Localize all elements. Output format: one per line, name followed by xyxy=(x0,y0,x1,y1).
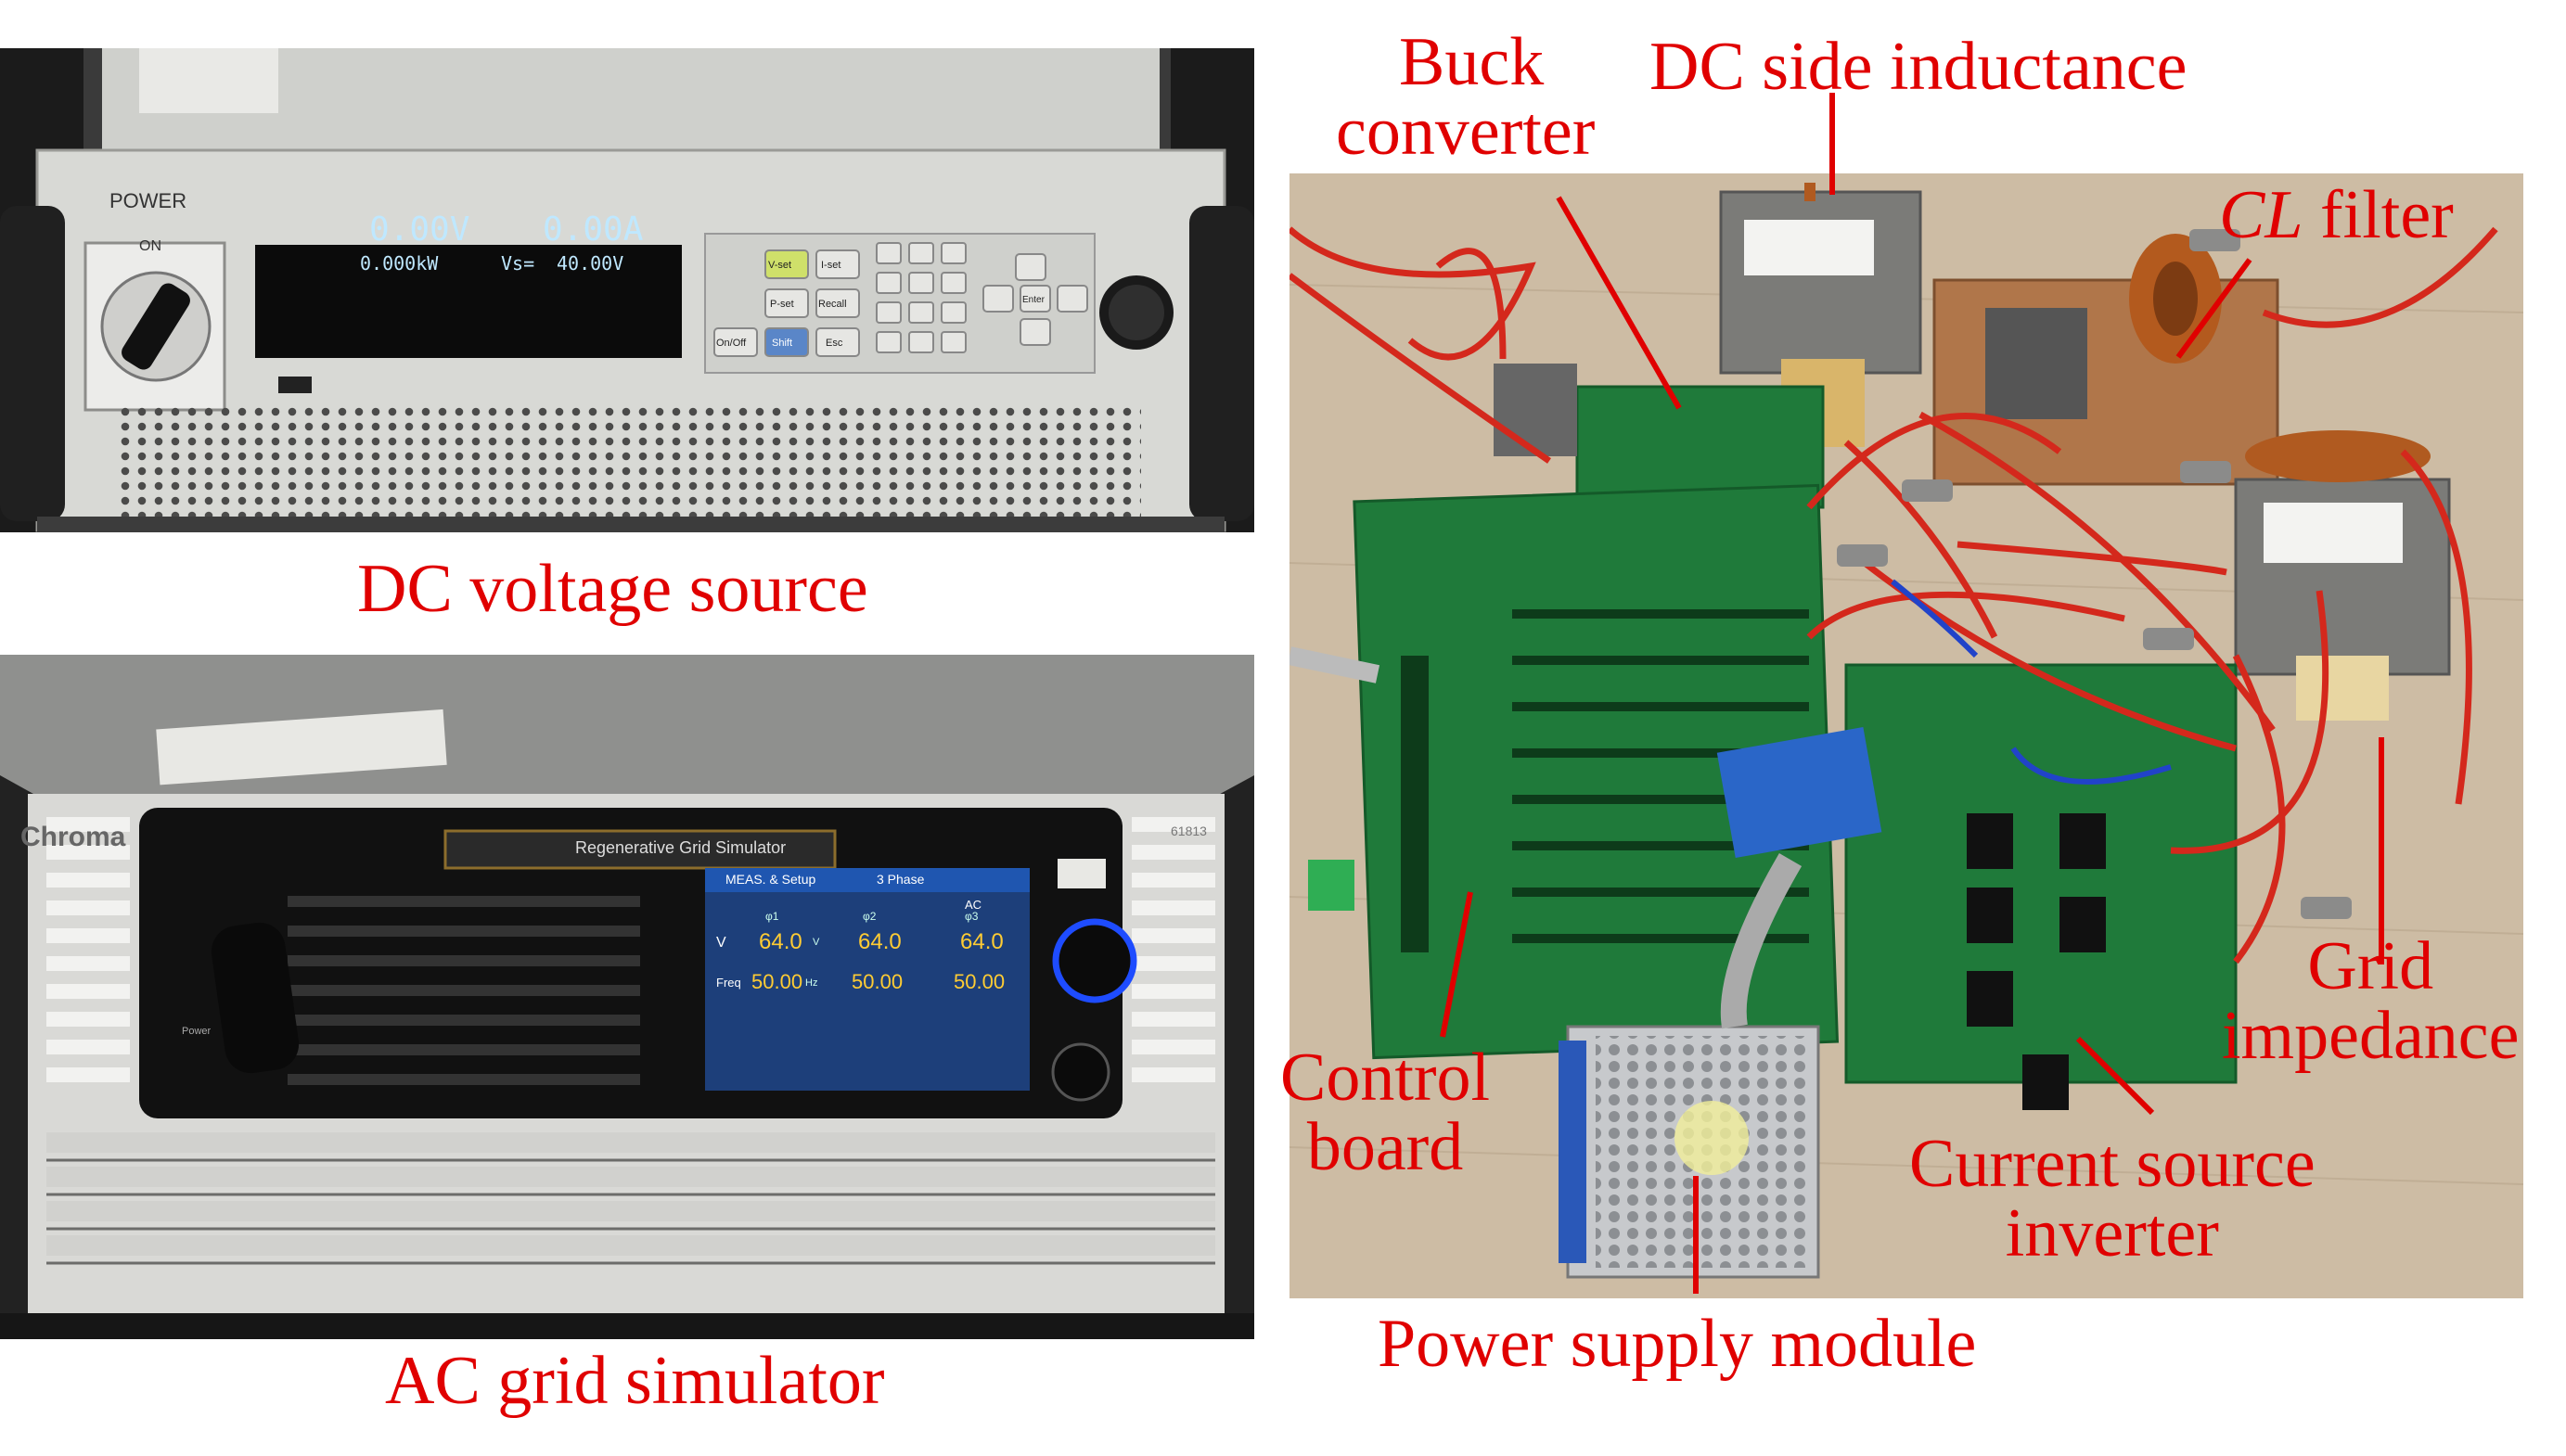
phase-frequency: 50.00 xyxy=(751,970,803,993)
cl-filter-label: CL filter xyxy=(2219,180,2454,250)
buck-label-line1: Buck xyxy=(1399,24,1545,100)
voltage-row-label: V xyxy=(716,935,726,951)
key-label: I-set xyxy=(821,260,841,271)
key-label: Esc xyxy=(826,338,843,349)
dc-voltage-source-photo: POWER ON 0.00V 0.00A 0.000kW Vs= 40.00V … xyxy=(0,48,1254,532)
on-label: ON xyxy=(139,238,161,254)
csi-label-line1: Current source xyxy=(1909,1126,2316,1202)
phase-voltage: 64.0 xyxy=(960,929,1004,954)
power-knob-label: Power xyxy=(182,1026,212,1037)
phase-frequency: 50.00 xyxy=(852,970,904,993)
phase-voltage: 64.0 xyxy=(759,929,802,954)
dc-side-inductance-label: DC side inductance xyxy=(1649,29,2188,105)
buck-converter-label: Buck converter xyxy=(1336,27,1595,168)
phase-label: φ3 xyxy=(965,910,979,923)
phase-frequency: 50.00 xyxy=(954,970,1006,993)
dc-voltage-readout: 0.00V xyxy=(369,211,470,249)
voltage-unit: V xyxy=(813,937,820,948)
ac-grid-simulator-caption: AC grid simulator xyxy=(385,1343,885,1419)
grid-impedance-label: Grid impedance xyxy=(2222,931,2520,1075)
current-source-inverter-label: Current source inverter xyxy=(1909,1129,2316,1272)
key-label: Shift xyxy=(772,338,793,349)
freq-row-label: Freq xyxy=(716,976,741,990)
key-label: V-set xyxy=(768,260,792,271)
ac-simulator-illustration xyxy=(0,655,1254,1339)
key-label: On/Off xyxy=(716,338,747,349)
grid-label-line2: impedance xyxy=(2222,998,2520,1075)
dc-source-illustration xyxy=(0,48,1254,532)
lcd-menu-left: MEAS. & Setup xyxy=(725,872,816,887)
simulator-title: Regenerative Grid Simulator xyxy=(575,838,787,857)
grid-label-line1: Grid xyxy=(2307,928,2434,1004)
key-label: Recall xyxy=(818,299,847,310)
power-switch-label: POWER xyxy=(109,189,187,212)
freq-unit: Hz xyxy=(805,977,818,989)
control-label-line2: board xyxy=(1306,1109,1464,1186)
lcd-mode: AC xyxy=(965,898,982,912)
dc-current-readout: 0.00A xyxy=(543,211,644,249)
phase-voltage: 64.0 xyxy=(858,929,902,954)
phase-label: φ2 xyxy=(863,910,877,923)
lcd-menu-right: 3 Phase xyxy=(877,872,925,887)
dc-keypad: V-set I-set P-set Recall On/Off Shift Es… xyxy=(0,48,1254,532)
key-label: Enter xyxy=(1022,295,1045,305)
dc-vs-label: Vs= xyxy=(501,252,535,275)
control-label-line1: Control xyxy=(1280,1040,1491,1116)
cl-filter-italic: CL xyxy=(2219,177,2303,253)
phase-label: φ1 xyxy=(765,910,779,923)
dc-vs-value: 40.00V xyxy=(557,252,624,275)
csi-label-line2: inverter xyxy=(2005,1195,2219,1272)
ac-grid-simulator-photo: Chroma Regenerative Grid Simulator 61813… xyxy=(0,655,1254,1339)
key-label: P-set xyxy=(770,299,794,310)
dc-voltage-source-caption: DC voltage source xyxy=(357,551,868,627)
model-number: 61813 xyxy=(1171,824,1207,838)
buck-label-line2: converter xyxy=(1336,94,1596,171)
cl-filter-text: filter xyxy=(2303,177,2454,253)
power-supply-module-label: Power supply module xyxy=(1378,1306,1977,1382)
control-board-label: Control board xyxy=(1280,1040,1491,1186)
dc-power-readout: 0.000kW xyxy=(360,252,439,275)
chroma-brand: Chroma xyxy=(20,822,126,852)
